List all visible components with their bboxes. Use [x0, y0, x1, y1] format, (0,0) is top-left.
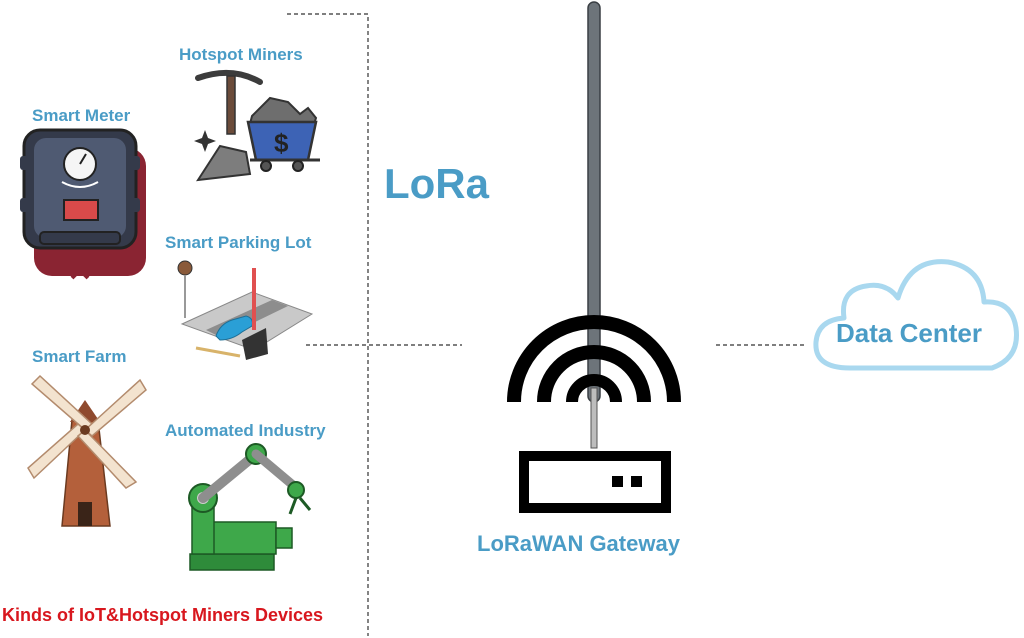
- protocol-label: LoRa: [384, 160, 489, 207]
- smart-meter-icon: [20, 128, 146, 280]
- windmill-icon: [27, 374, 147, 527]
- gateway-label: LoRaWAN Gateway: [477, 531, 680, 556]
- device-label-automated-industry: Automated Industry: [165, 421, 326, 440]
- gateway-icon: [507, 1, 681, 513]
- cloud-label: Data Center: [836, 318, 982, 348]
- svg-text:$: $: [274, 128, 289, 158]
- group-caption: Kinds of IoT&Hotspot Miners Devices: [2, 605, 324, 625]
- cloud-icon: [813, 259, 1019, 371]
- device-label-smart-meter: Smart Meter: [32, 106, 131, 125]
- device-label-smart-parking-lot: Smart Parking Lot: [165, 233, 312, 252]
- parking-lot-icon: [177, 260, 314, 360]
- device-label-smart-farm: Smart Farm: [32, 347, 127, 366]
- mining-cart-icon: $: [194, 69, 320, 182]
- robotic-arm-icon: [188, 443, 312, 571]
- device-label-hotspot-miners: Hotspot Miners: [179, 45, 303, 64]
